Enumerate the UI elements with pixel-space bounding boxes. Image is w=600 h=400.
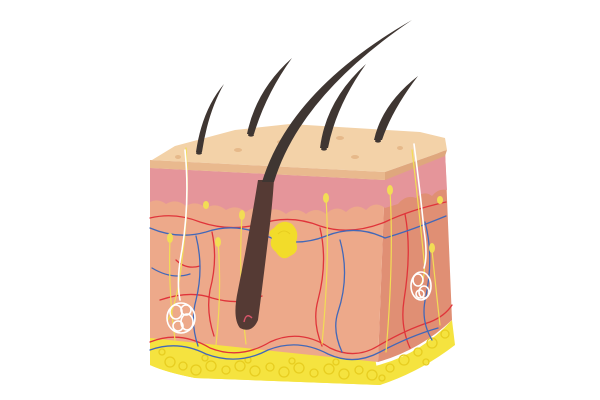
hair-strands xyxy=(196,20,418,182)
hair-papilla xyxy=(243,315,253,323)
nerve-ending-8 xyxy=(437,196,443,204)
nerve-ending-1 xyxy=(167,233,173,243)
nerve-ending-4 xyxy=(387,185,393,195)
hair-strand-1 xyxy=(196,84,224,152)
sweat-ducts xyxy=(177,143,427,301)
nerve-ending-3 xyxy=(323,193,329,203)
fat-cells xyxy=(158,329,450,382)
hair-strand-3 xyxy=(320,64,366,148)
hypodermis-fat-layer xyxy=(150,320,455,385)
nerve-ending-5 xyxy=(429,243,435,253)
sweat-gland-coil-left xyxy=(166,302,196,334)
sweat-gland-coil-right xyxy=(410,271,432,301)
hair-bases xyxy=(196,133,381,155)
surface-pores xyxy=(175,136,403,159)
sebaceous-gland-detail xyxy=(277,230,291,235)
epidermis-top-surface xyxy=(150,124,447,172)
hair-follicle xyxy=(235,180,274,330)
sebaceous-gland xyxy=(269,221,298,259)
papillary-dermis-band xyxy=(150,152,447,214)
hair-strand-2 xyxy=(247,58,292,134)
nerve-ending-7 xyxy=(203,201,209,209)
hair-strand-main xyxy=(262,20,412,182)
nerve-ending-2 xyxy=(215,237,221,247)
hair-strand-4 xyxy=(374,76,418,140)
sensory-nerve-endings xyxy=(167,185,443,253)
nerve-ending-6 xyxy=(239,210,245,220)
